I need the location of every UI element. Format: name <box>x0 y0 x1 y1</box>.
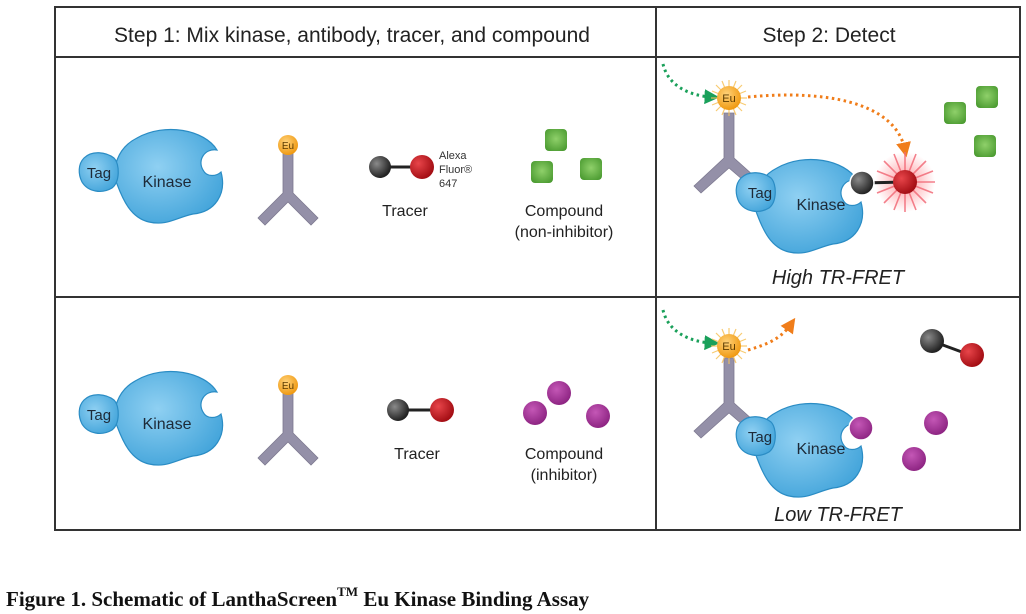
tag-label: Tag <box>87 407 111 424</box>
row2-step1: Kinase Tag Eu Tracer Compound (inhibitor… <box>78 370 610 484</box>
header-step1: Step 1: Mix kinase, antibody, tracer, an… <box>114 24 590 47</box>
tag: Tag <box>78 394 119 434</box>
fluorophore-icon <box>960 343 984 367</box>
kinase-label: Kinase <box>797 441 846 458</box>
compound-inhibitor: Compound (inhibitor) <box>523 381 610 484</box>
fluorophore-icon <box>410 155 434 179</box>
tracer: Alexa Fluor® 647 Tracer <box>369 150 472 220</box>
bound-inhibitor-icon <box>848 415 874 441</box>
tracer-label: Tracer <box>382 203 428 220</box>
compound-cube-icon <box>531 161 553 183</box>
kinase: Kinase <box>754 402 864 498</box>
table-grid <box>54 6 1021 531</box>
kinase-label: Kinase <box>797 197 846 214</box>
row1-step2: Eu Kinase Tag High TR-FRET <box>661 63 998 289</box>
tag: Tag <box>735 172 776 212</box>
tracer-label: Tracer <box>394 446 440 463</box>
header-step2: Step 2: Detect <box>762 24 895 47</box>
fluorophore-icon <box>430 398 454 422</box>
compound-label: Compound <box>525 446 603 463</box>
compound-cube-icon <box>580 158 602 180</box>
tracer-ligand-icon <box>849 170 875 196</box>
tag: Tag <box>735 416 776 456</box>
kinase: Kinase <box>114 370 224 466</box>
fluorophore-icon <box>893 170 917 194</box>
compound-cube-icon <box>976 86 998 108</box>
eu-label: Eu <box>722 93 735 105</box>
free-compound <box>944 86 998 157</box>
kinase: Kinase <box>114 128 224 224</box>
tracer: Tracer <box>387 398 454 463</box>
compound-label: Compound <box>525 203 603 220</box>
tracer-ligand-icon <box>369 156 391 178</box>
compound-cube-icon <box>545 129 567 151</box>
eu-label: Eu <box>282 141 294 152</box>
europium-label-icon <box>278 375 298 395</box>
table-border <box>54 6 1021 531</box>
fluor-label-1: Alexa <box>439 150 467 162</box>
compound-non-inhibitor: Compound (non-inhibitor) <box>515 129 614 241</box>
kinase: Kinase <box>754 158 864 254</box>
compound-type-label: (non-inhibitor) <box>515 224 614 241</box>
compound-cube-icon <box>974 135 996 157</box>
trademark-symbol: TM <box>337 584 359 599</box>
kinase-label: Kinase <box>143 416 192 433</box>
excitation-arrow <box>661 63 720 105</box>
figure-caption: Figure 1. Schematic of LanthaScreenTM Eu… <box>6 584 590 612</box>
tag-label: Tag <box>87 165 111 182</box>
energy-transfer-arrow <box>747 93 911 158</box>
row1-step1: Kinase Tag Eu Alexa Fluor® 647 Tracer Co… <box>78 128 614 241</box>
compound-ball-icon <box>523 401 547 425</box>
row2-step2: Eu Kinase Tag Low TR-FRET <box>661 309 984 526</box>
excitation-arrow <box>661 309 720 351</box>
eu-label: Eu <box>722 341 735 353</box>
compound-ball-icon <box>902 447 926 471</box>
tracer-ligand-icon <box>387 399 409 421</box>
kinase-label: Kinase <box>143 174 192 191</box>
antibody: Eu <box>257 135 319 226</box>
tag-label: Tag <box>748 185 772 202</box>
europium-icon <box>717 334 741 358</box>
eu-label: Eu <box>282 381 294 392</box>
tag-label: Tag <box>748 429 772 446</box>
tracer-ligand-icon <box>920 329 944 353</box>
antibody: Eu <box>257 375 319 466</box>
fluor-label-3: 647 <box>439 178 457 190</box>
result-low-tr-fret: Low TR-FRET <box>774 504 904 526</box>
europium-label-icon <box>278 135 298 155</box>
emission-arrow <box>747 317 796 352</box>
compound-type-label: (inhibitor) <box>531 467 598 484</box>
fluor-label-2: Fluor® <box>439 164 472 176</box>
free-inhibitor <box>902 411 948 471</box>
result-high-tr-fret: High TR-FRET <box>772 267 906 289</box>
compound-ball-icon <box>547 381 571 405</box>
compound-cube-icon <box>944 102 966 124</box>
free-tracer <box>920 329 984 367</box>
tag: Tag <box>78 152 119 192</box>
caption-suffix: Eu Kinase Binding Assay <box>358 587 590 611</box>
bound-tracer <box>849 152 935 212</box>
compound-ball-icon <box>586 404 610 428</box>
europium-icon <box>717 86 741 110</box>
compound-ball-icon <box>924 411 948 435</box>
caption-prefix: Figure 1. Schematic of LanthaScreen <box>6 587 338 611</box>
